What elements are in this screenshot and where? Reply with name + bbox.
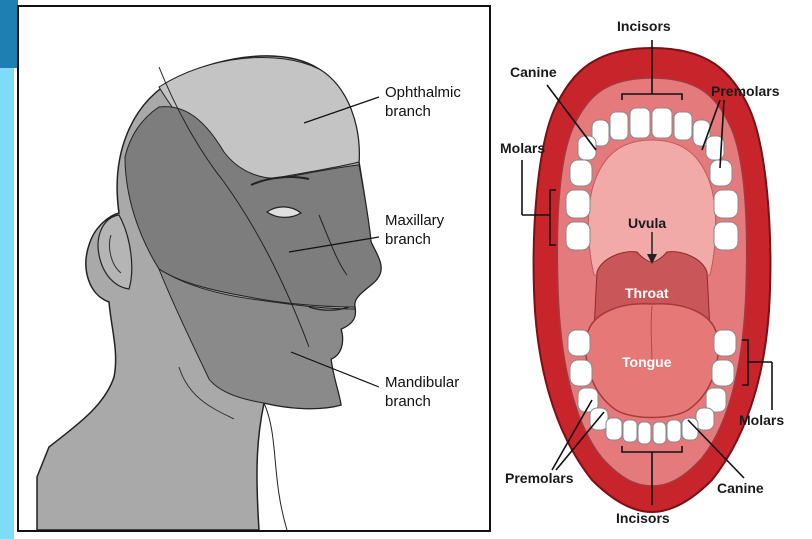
uvula-label: Uvula: [628, 215, 666, 231]
premolars-bottom-label: Premolars: [505, 470, 573, 486]
maxillary-label: Maxillary branch: [385, 211, 444, 249]
ophthalmic-label-line2: branch: [385, 102, 461, 121]
maxillary-label-line1: Maxillary: [385, 211, 444, 230]
mandibular-label: Mandibular branch: [385, 373, 459, 411]
molars-left-label: Molars: [500, 140, 545, 156]
mandibular-label-line2: branch: [385, 392, 459, 411]
slide-accent-block: [0, 0, 18, 68]
mandibular-label-line1: Mandibular: [385, 373, 459, 392]
tongue-label: Tongue: [622, 354, 672, 370]
ophthalmic-label-line1: Ophthalmic: [385, 83, 461, 102]
throat-label: Throat: [625, 285, 669, 301]
canine-top-label: Canine: [510, 64, 557, 80]
head-diagram-panel: Ophthalmic branch Maxillary branch Mandi…: [17, 5, 491, 532]
ophthalmic-label: Ophthalmic branch: [385, 83, 461, 121]
slide-accent-strip: [0, 68, 14, 539]
canine-bottom-label: Canine: [717, 480, 764, 496]
mouth-illustration: [492, 0, 812, 539]
maxillary-label-line2: branch: [385, 230, 444, 249]
premolars-top-label: Premolars: [711, 83, 779, 99]
incisors-top-label: Incisors: [617, 18, 671, 34]
incisors-bottom-label: Incisors: [616, 510, 670, 526]
molars-right-label: Molars: [739, 412, 784, 428]
